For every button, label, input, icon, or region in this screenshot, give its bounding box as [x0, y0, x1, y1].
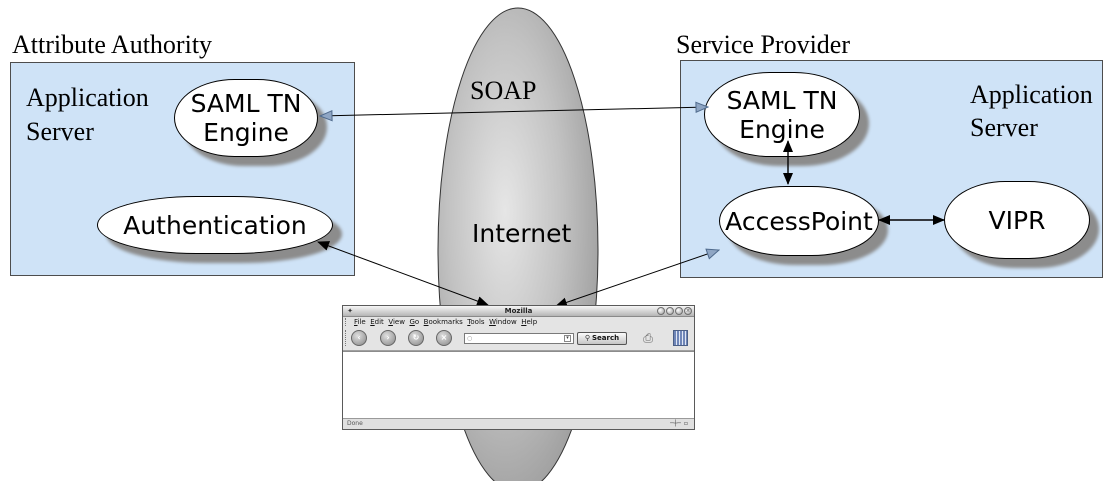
- reload-icon: ↻: [408, 330, 424, 346]
- stop-icon: ×: [436, 330, 452, 346]
- browser-navigation-toolbar: ‹ › ↻ × ○ ▾ ⚲ Search ⎙: [343, 327, 694, 351]
- aa-saml-engine-line2: Engine: [203, 118, 289, 147]
- menu-bookmarks: Bookmarks: [423, 318, 463, 326]
- shade-window-icon: [657, 307, 665, 315]
- toolbar-grip-icon: [345, 330, 349, 346]
- authentication-label: Authentication: [123, 210, 307, 240]
- menu-edit: Edit: [370, 318, 384, 326]
- aa-saml-engine-node: SAML TN Engine: [174, 79, 318, 157]
- menu-tools: Tools: [467, 318, 485, 326]
- browser-content-area: [343, 351, 694, 418]
- soap-label: SOAP: [470, 76, 537, 105]
- menu-file: File: [354, 318, 366, 326]
- sp-saml-engine-node: SAML TN Engine: [704, 72, 860, 157]
- minimize-window-icon: [666, 307, 674, 315]
- menu-window: Window: [489, 318, 517, 326]
- connection-status-icon: ─┼─: [670, 420, 681, 427]
- magnifier-icon: ⚲: [584, 334, 591, 342]
- service-provider-title: Service Provider: [676, 30, 851, 59]
- forward-icon: ›: [380, 330, 396, 346]
- print-icon: ⎙: [643, 331, 653, 345]
- url-dropdown-icon: ▾: [564, 335, 571, 342]
- window-controls: ×: [657, 307, 692, 315]
- menu-help: Help: [521, 318, 538, 326]
- maximize-window-icon: [675, 307, 683, 315]
- authentication-node: Authentication: [97, 196, 333, 254]
- menu-go: Go: [409, 318, 420, 326]
- browser-title: Mozilla: [504, 307, 533, 315]
- search-button: ⚲ Search: [577, 332, 627, 345]
- vipr-node: VIPR: [944, 181, 1090, 259]
- close-window-icon: ×: [684, 307, 692, 315]
- attribute-authority-title: Attribute Authority: [12, 30, 213, 59]
- page-icon: ○: [467, 335, 473, 342]
- browser-status-bar: Done ─┼─ ▫: [343, 418, 694, 429]
- url-field: ○ ▾: [464, 333, 574, 344]
- back-icon: ‹: [351, 330, 367, 346]
- aa-server-label-line2: Server: [26, 117, 94, 146]
- aa-server-label-line1: Application: [26, 83, 149, 112]
- search-button-label: Search: [592, 334, 620, 342]
- access-point-node: AccessPoint: [719, 186, 879, 256]
- access-point-label: AccessPoint: [725, 206, 873, 236]
- menubar-grip-icon: [345, 318, 349, 326]
- security-lock-icon: ▫: [683, 420, 688, 427]
- sp-server-label-line1: Application: [970, 80, 1093, 109]
- throbber-icon: [673, 330, 688, 346]
- browser-title-bar: ✦ Mozilla ×: [343, 306, 694, 317]
- status-icons: ─┼─ ▫: [670, 420, 688, 428]
- menu-view: View: [388, 318, 405, 326]
- aa-saml-engine-line1: SAML TN: [190, 89, 302, 118]
- sp-saml-engine-line1: SAML TN: [726, 85, 838, 115]
- status-text: Done: [347, 420, 363, 427]
- window-menu-icon: ✦: [347, 307, 353, 315]
- internet-label: Internet: [472, 219, 572, 248]
- vipr-label: VIPR: [988, 205, 1046, 235]
- sp-server-label-line2: Server: [970, 113, 1038, 142]
- sp-saml-engine-line2: Engine: [739, 114, 825, 144]
- browser-window: ✦ Mozilla × File Edit View Go Bookmarks …: [342, 305, 695, 430]
- browser-menu-bar: File Edit View Go Bookmarks Tools Window…: [343, 317, 694, 327]
